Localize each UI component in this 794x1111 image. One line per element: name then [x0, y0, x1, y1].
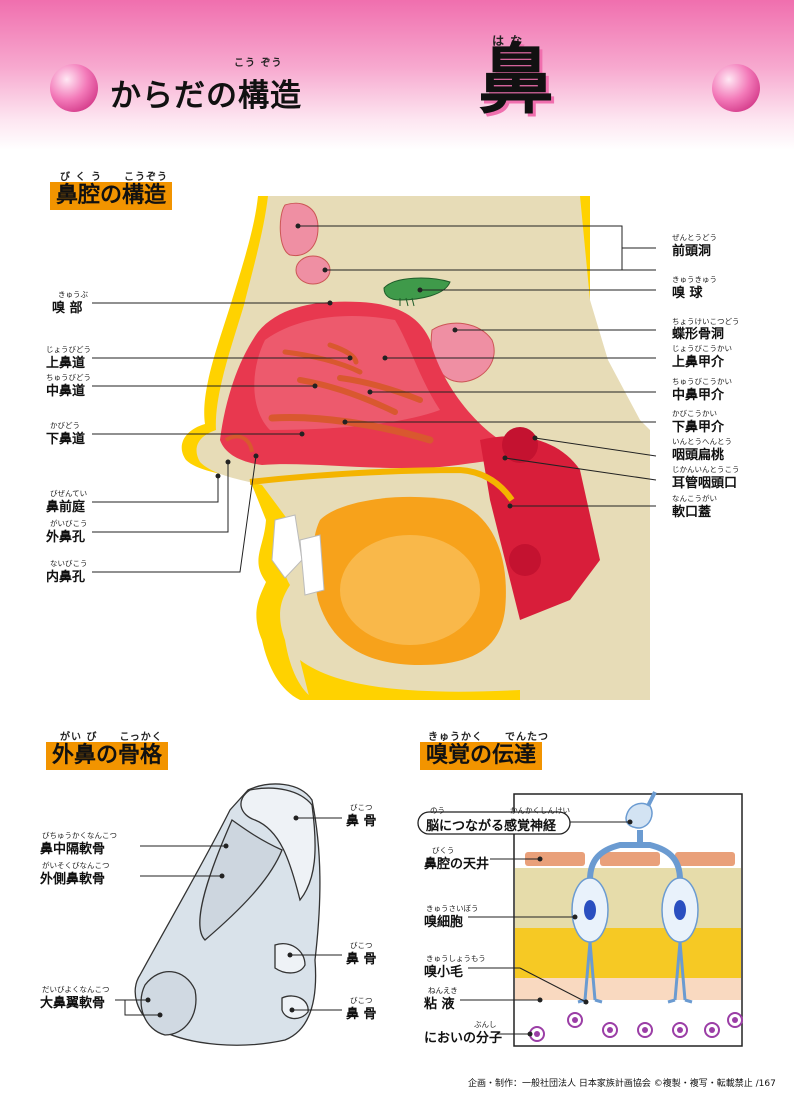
- label-ruby: がいそくびなんこつ: [42, 861, 110, 870]
- label-ruby: じかんいんとうこう: [672, 465, 740, 474]
- label-soft-palate: 軟口蓋: [672, 505, 712, 520]
- section-ruby-nasal: び く う こうぞう: [60, 172, 168, 183]
- label-adenoid: 咽頭扁桃: [672, 448, 725, 463]
- label-nasal-vestibule: 鼻前庭: [46, 500, 86, 515]
- label-ruby: きゅうしょうもう: [426, 954, 486, 963]
- external-nose-illustration: [134, 783, 321, 1046]
- label-mucus: 粘 液: [424, 997, 455, 1012]
- label-sphenoid-sinus: 蝶形骨洞: [672, 327, 725, 342]
- nasal-leader-dots: [215, 223, 538, 509]
- label-inferior-turbinate: 下鼻甲介: [672, 420, 725, 435]
- footer-credit: 企画・制作：一般社団法人 日本家族計画協会 ©複製・複写・転載禁止 /167: [468, 1079, 776, 1089]
- label-ruby: ちゅうびこうかい: [672, 377, 732, 386]
- label-ruby: なんこうがい: [672, 494, 717, 503]
- label-ruby: じょうびどう: [46, 345, 91, 354]
- label-ruby: かびどう: [50, 421, 80, 430]
- label-ruby: ちゅうびどう: [46, 373, 91, 382]
- label-nostril: 外鼻孔: [46, 530, 86, 545]
- label-ruby: びぜんてい: [50, 489, 88, 498]
- label-ruby: きゅうきゅう: [672, 275, 717, 284]
- section-ruby-external: がい び こっかく: [60, 732, 163, 743]
- label-eustachian-opening: 耳管咽頭口: [672, 476, 738, 491]
- label-septal-cartilage: 鼻中隔軟骨: [40, 842, 106, 857]
- olfaction-leader-lines: [460, 821, 630, 1035]
- label-ruby: ねんえき: [428, 986, 458, 995]
- pink-ball-right-icon: [712, 64, 760, 112]
- label-ruby: びこつ: [350, 996, 373, 1005]
- label-ruby: がいびこう: [50, 519, 88, 528]
- label-olfactory-cell: 嗅細胞: [424, 915, 464, 930]
- label-ruby: かんかくしんけい: [510, 806, 570, 815]
- label-middle-meatus: 中鼻道: [46, 384, 86, 399]
- label-middle-turbinate: 中鼻甲介: [672, 388, 725, 403]
- external-leader-lines: [115, 817, 342, 1016]
- page-title: からだの構造: [110, 78, 302, 114]
- label-olfactory-bulb: 嗅 球: [672, 286, 703, 301]
- label-ruby: びちゅうかくなんこつ: [42, 831, 117, 840]
- label-superior-meatus: 上鼻道: [46, 356, 86, 371]
- main-kanji-ruby: は な: [492, 34, 524, 48]
- label-nasal-bone-2: 鼻 骨: [346, 952, 377, 967]
- olfaction-illustration: [417, 791, 743, 1047]
- label-ruby: びこつ: [350, 803, 373, 812]
- label-ruby: きゅうさいぼう: [426, 904, 479, 913]
- label-ruby: いんとうへんとう: [672, 437, 732, 446]
- label-ruby: ぶんし: [474, 1020, 497, 1029]
- main-kanji: 鼻: [478, 35, 554, 124]
- title-ruby: こう ぞう: [234, 58, 283, 69]
- label-ruby: びこつ: [350, 941, 373, 950]
- section-title-olfaction: 嗅覚の伝達: [420, 742, 543, 770]
- section-title-external: 外鼻の骨格: [46, 742, 169, 770]
- label-ruby: だいびよくなんこつ: [42, 985, 110, 994]
- label-ruby: のう: [430, 806, 445, 815]
- label-superior-turbinate: 上鼻甲介: [672, 355, 725, 370]
- label-olfactory-region: 嗅 部: [52, 301, 83, 316]
- label-ruby: きゅうぶ: [58, 290, 88, 299]
- section-title-nasal: 鼻腔の構造: [50, 182, 173, 210]
- external-leader-dots: [145, 815, 299, 1018]
- section-ruby-olfaction: きゅうかく でんたつ: [428, 732, 549, 743]
- label-cavity-roof: 鼻腔の天井: [424, 857, 490, 872]
- label-nasal-bone-1: 鼻 骨: [346, 814, 377, 829]
- label-ruby: ないびこう: [50, 559, 88, 568]
- label-ruby: じょうびこうかい: [672, 344, 732, 353]
- label-ruby: びくう: [432, 846, 455, 855]
- label-odor-molecule: においの分子: [424, 1031, 503, 1046]
- label-inferior-meatus: 下鼻道: [46, 432, 86, 447]
- nerve-label-pill: [417, 811, 571, 835]
- label-frontal-sinus: 前頭洞: [672, 244, 712, 259]
- label-lateral-cartilage: 外側鼻軟骨: [40, 872, 106, 887]
- pink-ball-left-icon: [50, 64, 98, 112]
- label-olfactory-cilia: 嗅小毛: [424, 965, 464, 980]
- label-ruby: ちょうけいこつどう: [672, 317, 740, 326]
- nasal-leader-lines: [92, 225, 657, 573]
- header-band: [0, 0, 794, 150]
- label-ruby: ぜんとうどう: [672, 233, 717, 242]
- label-alar-cartilage: 大鼻翼軟骨: [40, 996, 106, 1011]
- nasal-cross-section-illustration: [181, 196, 651, 700]
- label-sensory-nerve: 脳につながる感覚神経: [426, 819, 557, 834]
- label-nasal-bone-3: 鼻 骨: [346, 1007, 377, 1022]
- label-choana: 内鼻孔: [46, 570, 86, 585]
- label-ruby: かびこうかい: [672, 409, 717, 418]
